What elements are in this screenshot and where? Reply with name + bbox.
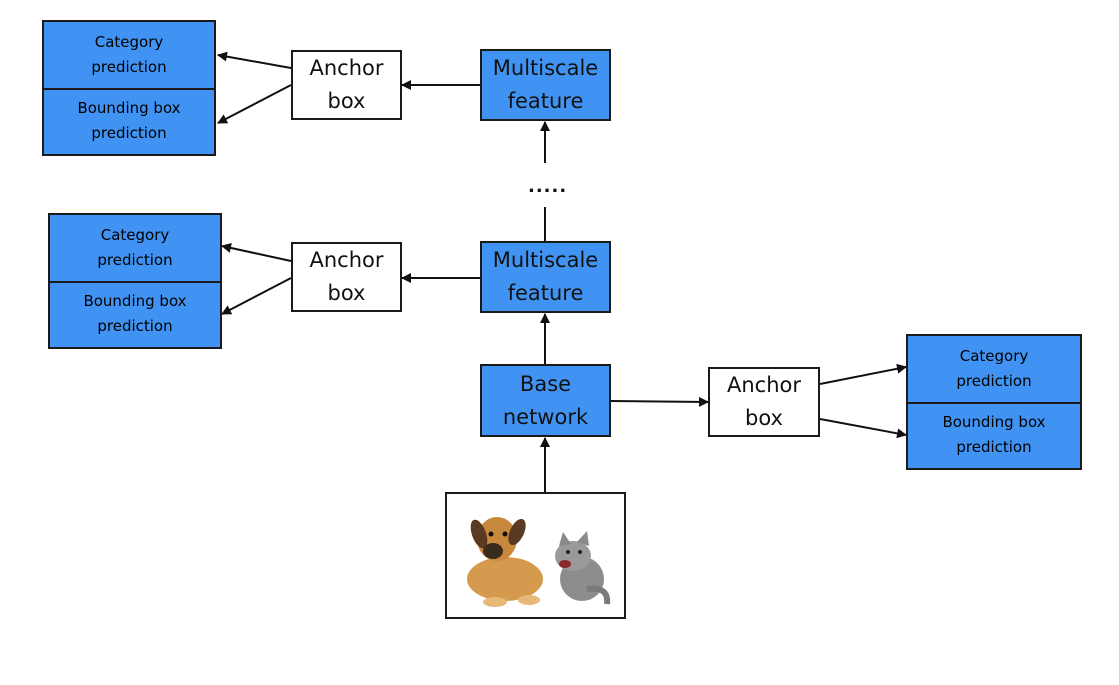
arrow-anchor2-to-cat2 (221, 243, 292, 262)
arrow-anchor1-to-cat1 (217, 51, 292, 69)
arrow-base-to-anchor3 (609, 396, 709, 407)
ellipsis: ..... (528, 176, 568, 197)
arrow-anchor3-to-cat3 (819, 363, 907, 385)
multiscale-feature-top: Multiscale feature (480, 49, 611, 121)
base-network: Base network (480, 364, 611, 437)
category-prediction-right: Category prediction (908, 336, 1080, 404)
prediction-block-top: Category prediction Bounding box predict… (42, 20, 216, 156)
anchor-box-right: Anchor box (708, 367, 820, 437)
bbox-prediction-middle: Bounding box prediction (83, 292, 187, 335)
prediction-block-right: Category prediction Bounding box predict… (906, 334, 1082, 470)
arrow-anchor2-to-bbox2 (221, 277, 292, 315)
multiscale-feature-middle: Multiscale feature (480, 241, 611, 313)
input-image (445, 492, 626, 619)
anchor-box-top: Anchor box (291, 50, 402, 120)
category-prediction-top: Category prediction (44, 22, 214, 90)
arrow-anchor1-to-bbox1 (217, 84, 292, 124)
category-prediction-middle: Category prediction (50, 215, 220, 283)
dog-and-cat-photo-icon (467, 517, 611, 607)
prediction-block-middle: Category prediction Bounding box predict… (48, 213, 222, 349)
arrow-anchor3-to-bbox3 (819, 418, 907, 439)
anchor-box-middle: Anchor box (291, 242, 402, 312)
bbox-prediction-top: Bounding box prediction (77, 99, 181, 142)
bbox-prediction-right: Bounding box prediction (942, 413, 1046, 456)
